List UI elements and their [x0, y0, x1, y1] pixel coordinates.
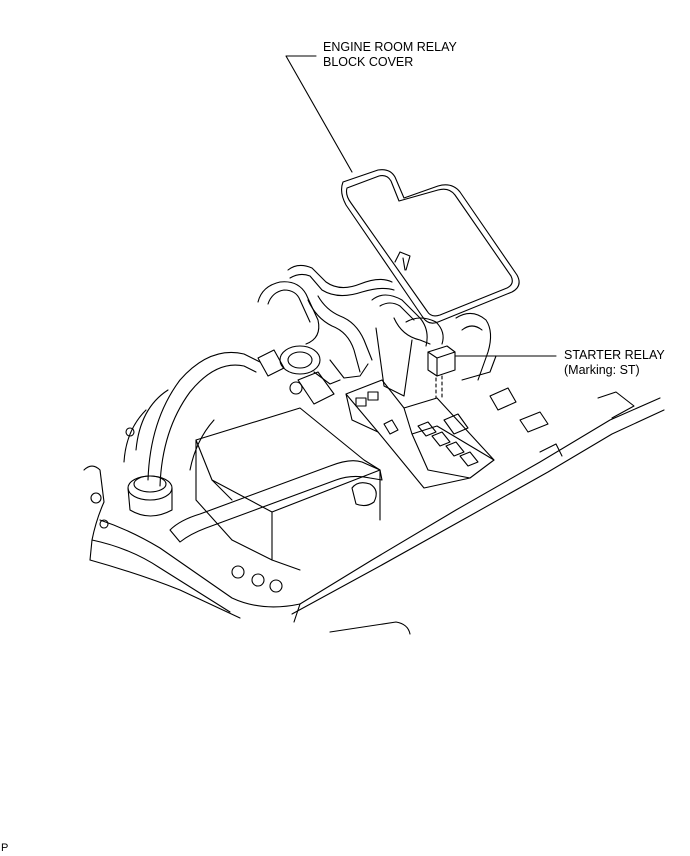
relay-callout-line1: STARTER RELAY [564, 348, 665, 362]
front-fender [83, 391, 665, 623]
cover-leader-line [285, 55, 353, 173]
cover-callout-line1: ENGINE ROOM RELAY [323, 40, 457, 54]
relay-block-cover [340, 169, 520, 324]
left-hoses [123, 351, 261, 487]
battery [195, 349, 381, 571]
battery-clamp [169, 460, 383, 543]
starter-relay [427, 345, 456, 401]
engine-detail [257, 264, 497, 397]
engine-room-relay-block [345, 379, 495, 489]
figure-code: P [1, 842, 9, 854]
mounting-details [90, 387, 549, 529]
lower-panel-line [329, 621, 411, 635]
cover-callout-line2: BLOCK COVER [323, 55, 414, 69]
relay-callout-line2: (Marking: ST) [564, 363, 640, 377]
reservoir-cap [127, 475, 173, 517]
relay-callout-label: STARTER RELAY (Marking: ST) [564, 348, 665, 378]
cover-callout-label: ENGINE ROOM RELAY BLOCK COVER [323, 40, 457, 70]
